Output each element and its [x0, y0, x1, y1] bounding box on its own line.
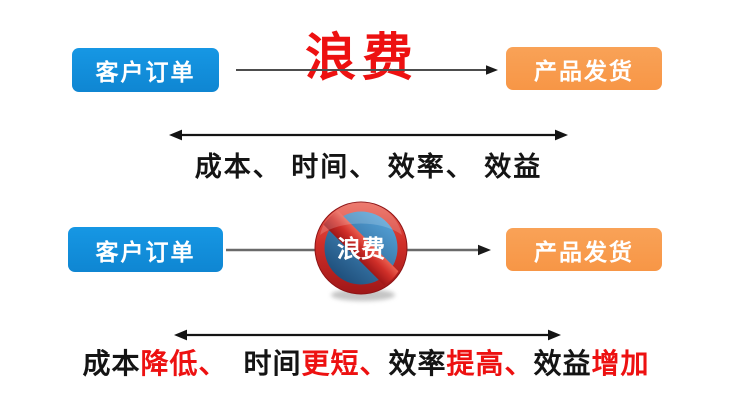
sign-ring	[314, 201, 408, 295]
arrowhead-left-icon	[169, 129, 182, 141]
sign-label: 浪费	[337, 235, 385, 263]
double-arrow-before	[169, 129, 568, 141]
arrowhead-right-icon	[478, 244, 491, 256]
customer-order-box-bottom: 客户订单	[68, 227, 223, 272]
flow-arrow-bottom	[226, 244, 491, 256]
customer-order-label-bottom: 客户订单	[95, 238, 196, 265]
metrics-before-text: 成本、 时间、 效率、 效益	[194, 152, 543, 182]
double-arrow-after	[174, 329, 561, 341]
metrics-after-seg: 提高、	[446, 348, 534, 379]
no-waste-sign-icon: 浪费	[314, 201, 408, 301]
metrics-after-seg: 时间	[243, 348, 302, 379]
sign-shadow	[331, 289, 395, 301]
product-shipment-label-top: 产品发货	[534, 57, 634, 84]
metrics-after-seg: 效率	[388, 348, 447, 379]
sign-gloss	[320, 202, 402, 235]
arrowhead-right-icon	[548, 329, 561, 341]
metrics-after-seg: 更短、	[301, 348, 389, 379]
sign-slash	[317, 204, 405, 292]
customer-order-label-top: 客户订单	[95, 59, 196, 85]
metrics-after-seg: 效益	[533, 348, 592, 379]
sign-inner-circle	[324, 211, 398, 285]
metrics-after-seg: 降低、	[140, 348, 228, 379]
arrowhead-right-icon	[555, 129, 568, 141]
metrics-after-seg: 成本	[82, 348, 141, 379]
arrowhead-left-icon	[174, 329, 187, 341]
waste-label: 浪费	[304, 29, 419, 86]
metrics-after-seg: 增加	[591, 348, 650, 379]
product-shipment-label-bottom: 产品发货	[534, 238, 634, 265]
product-shipment-box-bottom: 产品发货	[506, 228, 662, 271]
metrics-after-text: 成本降低、时间更短、效率提高、效益增加	[0, 342, 732, 382]
customer-order-box-top: 客户订单	[72, 48, 219, 92]
product-shipment-box-top: 产品发货	[506, 47, 662, 90]
